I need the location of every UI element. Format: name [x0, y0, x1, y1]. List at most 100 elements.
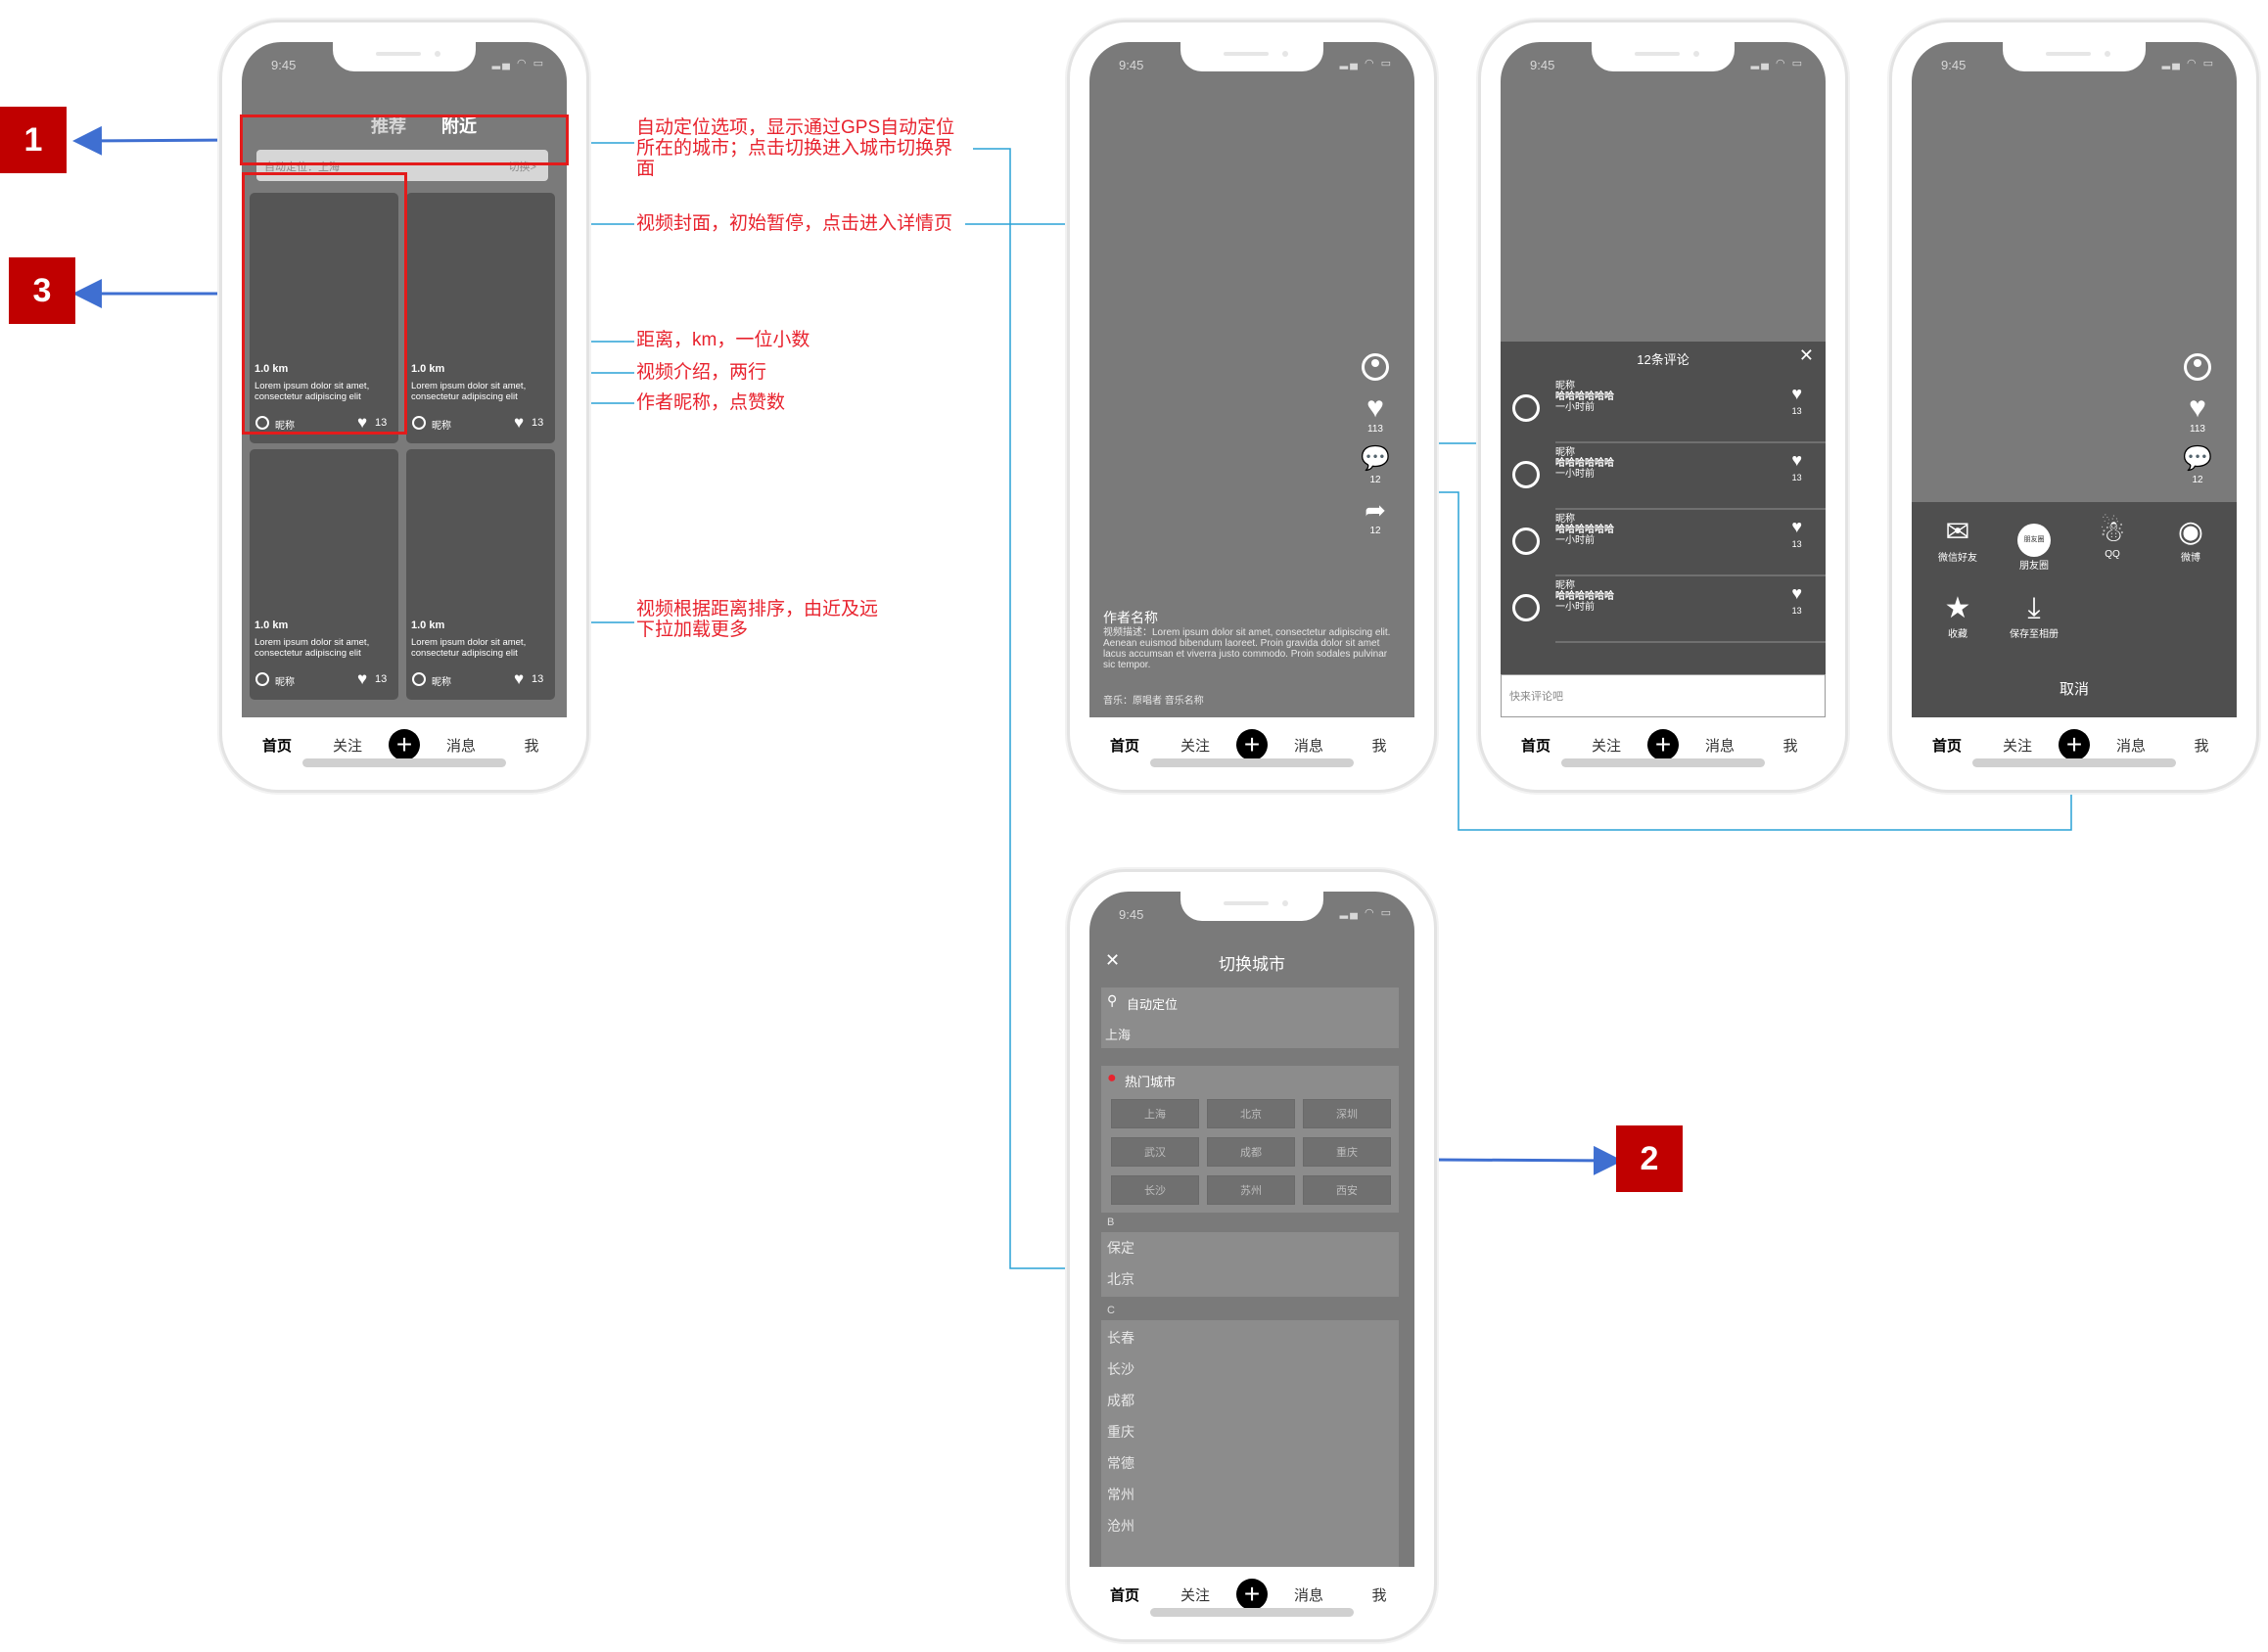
video-card[interactable]: 1.0 km Lorem ipsum dolor sit amet, conse…: [406, 449, 555, 700]
comment-like[interactable]: ♥13: [1791, 518, 1802, 553]
annotation-sorting: 视频根据距离排序，由近及远下拉加载更多: [636, 599, 879, 640]
heart-icon[interactable]: ♥: [357, 669, 368, 688]
tab-home[interactable]: 首页: [1520, 737, 1551, 755]
share-label: 保存至相册: [2010, 629, 2059, 640]
music-info[interactable]: 音乐：原唱者 音乐名称: [1103, 696, 1204, 707]
hot-city-button[interactable]: 长沙: [1111, 1175, 1199, 1205]
hot-city-button[interactable]: 上海: [1111, 1099, 1199, 1128]
add-icon[interactable]: +: [1236, 729, 1268, 760]
author-name[interactable]: 作者名称: [1103, 610, 1158, 625]
tab-follow[interactable]: 关注: [1180, 1586, 1210, 1604]
city-item[interactable]: 成都: [1107, 1393, 1134, 1408]
city-item[interactable]: 保定: [1107, 1240, 1134, 1256]
tab-me[interactable]: 我: [1371, 737, 1387, 755]
auto-location-label: 自动定位: [1127, 997, 1179, 1012]
heart-icon[interactable]: ♥: [357, 413, 368, 432]
tab-follow[interactable]: 关注: [332, 737, 362, 755]
video-card[interactable]: 1.0 km Lorem ipsum dolor sit amet, conse…: [250, 193, 398, 443]
tab-follow[interactable]: 关注: [1180, 737, 1210, 755]
notch: [333, 42, 476, 71]
comment-like[interactable]: ♥13: [1791, 451, 1802, 486]
comment-button[interactable]: 💬 12: [2178, 443, 2217, 486]
tab-follow[interactable]: 关注: [2002, 737, 2032, 755]
city-item[interactable]: 重庆: [1107, 1424, 1134, 1440]
tab-message[interactable]: 消息: [445, 737, 476, 755]
tab-follow[interactable]: 关注: [1591, 737, 1621, 755]
cancel-button[interactable]: 取消: [2059, 681, 2089, 698]
city-page-title: 切换城市: [1219, 955, 1285, 974]
comment-text: 哈哈哈哈哈哈: [1555, 391, 1614, 402]
tab-home[interactable]: 首页: [261, 737, 292, 755]
like-button[interactable]: ♥ 113: [2178, 392, 2217, 436]
tab-nearby[interactable]: 附近: [441, 116, 477, 136]
annotation-cover: 视频封面，初始暂停，点击进入详情页: [636, 213, 953, 234]
tab-me[interactable]: 我: [1782, 737, 1798, 755]
heart-icon: ♥: [1791, 517, 1802, 536]
hot-city-button[interactable]: 武汉: [1111, 1137, 1199, 1167]
heart-icon[interactable]: ♥: [514, 413, 525, 432]
tab-message[interactable]: 消息: [2115, 737, 2146, 755]
tab-message[interactable]: 消息: [1704, 737, 1735, 755]
tab-message[interactable]: 消息: [1293, 1586, 1323, 1604]
video-card[interactable]: 1.0 km Lorem ipsum dolor sit amet, conse…: [406, 193, 555, 443]
avatar-button[interactable]: [1356, 353, 1395, 386]
tab-me[interactable]: 我: [1371, 1586, 1387, 1604]
avatar-icon: [1362, 353, 1389, 381]
city-item[interactable]: 北京: [1107, 1271, 1134, 1287]
city-item[interactable]: 长春: [1107, 1330, 1134, 1346]
city-item[interactable]: 沧州: [1107, 1518, 1134, 1534]
hot-city-button[interactable]: 重庆: [1303, 1137, 1391, 1167]
share-weibo[interactable]: ◉微博: [2156, 516, 2225, 564]
comment-like[interactable]: ♥13: [1791, 584, 1802, 620]
like-button[interactable]: ♥ 113: [1356, 392, 1395, 436]
close-icon[interactable]: ✕: [1798, 345, 1814, 365]
hot-city-button[interactable]: 成都: [1207, 1137, 1295, 1167]
auto-location-block: ⚲ 自动定位 上海: [1101, 987, 1399, 1048]
add-icon[interactable]: +: [2059, 729, 2090, 760]
video-card[interactable]: 1.0 km Lorem ipsum dolor sit amet, conse…: [250, 449, 398, 700]
comment-icon: 💬: [1361, 445, 1390, 472]
share-moments[interactable]: 朋友圈朋友圈: [2000, 516, 2068, 572]
tab-me[interactable]: 我: [2194, 737, 2209, 755]
hot-city-button[interactable]: 北京: [1207, 1099, 1295, 1128]
arrow-1: [72, 125, 240, 156]
auto-location-city[interactable]: 上海: [1105, 1028, 1132, 1042]
city-item[interactable]: 常州: [1107, 1487, 1134, 1502]
hot-city-button[interactable]: 深圳: [1303, 1099, 1391, 1128]
tab-me[interactable]: 我: [524, 737, 539, 755]
share-button[interactable]: ➦ 12: [1356, 494, 1395, 537]
tab-recommend[interactable]: 推荐: [371, 116, 406, 136]
add-icon[interactable]: +: [389, 729, 420, 760]
close-icon[interactable]: ✕: [1105, 950, 1121, 970]
phone-nearby-feed: 9:45 ▂▄ ◠ ▭ 推荐 附近 自动定位：上海 切换> 1.0 km Lor…: [219, 20, 589, 793]
status-icons: ▂▄ ◠ ▭: [1339, 907, 1393, 919]
card-likes: 13: [375, 417, 388, 429]
status-time: 9:45: [271, 58, 297, 72]
avatar-button[interactable]: [2178, 353, 2217, 386]
hot-city-button[interactable]: 西安: [1303, 1175, 1391, 1205]
notch: [1592, 42, 1735, 71]
comment-like[interactable]: ♥13: [1791, 385, 1802, 420]
location-bar[interactable]: 自动定位：上海 切换>: [256, 150, 548, 181]
heart-icon[interactable]: ♥: [514, 669, 525, 688]
tab-message[interactable]: 消息: [1293, 737, 1323, 755]
add-icon[interactable]: +: [1236, 1579, 1268, 1610]
share-qq[interactable]: ☃QQ: [2078, 516, 2147, 560]
add-icon[interactable]: +: [1647, 729, 1679, 760]
comment-input[interactable]: 快来评论吧: [1501, 674, 1826, 717]
share-wechat[interactable]: ✉微信好友: [1923, 516, 1992, 564]
avatar-icon: [412, 672, 426, 686]
city-section-b: [1101, 1232, 1399, 1297]
share-label: 收藏: [1948, 629, 1967, 640]
tab-home[interactable]: 首页: [1931, 737, 1962, 755]
tab-home[interactable]: 首页: [1109, 737, 1139, 755]
city-item[interactable]: 长沙: [1107, 1361, 1134, 1377]
comment-button[interactable]: 💬 12: [1356, 443, 1395, 486]
heart-icon: ♥: [1366, 391, 1384, 424]
tab-home[interactable]: 首页: [1109, 1586, 1139, 1604]
hot-city-button[interactable]: 苏州: [1207, 1175, 1295, 1205]
share-save[interactable]: ⤓保存至相册: [2000, 592, 2068, 640]
card-desc: Lorem ipsum dolor sit amet, consectetur …: [255, 381, 370, 402]
city-item[interactable]: 常德: [1107, 1455, 1134, 1471]
share-favorite[interactable]: ★收藏: [1923, 592, 1992, 640]
